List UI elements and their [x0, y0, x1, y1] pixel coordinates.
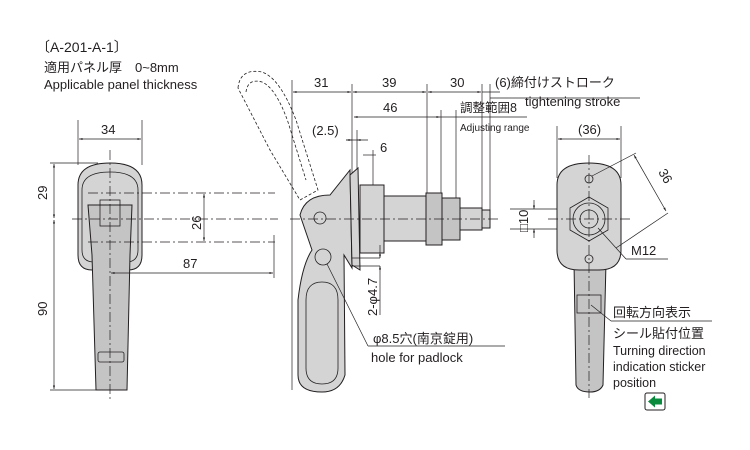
dim-6: 6: [380, 140, 387, 155]
dim-reach-87: 87: [183, 256, 197, 271]
dim-width-34: 34: [101, 122, 115, 137]
dim-height-90: 90: [35, 302, 50, 316]
adjusting-range-jp: 調整範囲8: [460, 100, 517, 115]
turning-direction-arrow-icon: [644, 392, 666, 411]
dim-46: 46: [383, 100, 397, 115]
model-number: 〔A-201-A-1〕: [36, 39, 128, 55]
rear-view: (36) 36 M12 回転方向表示 シール貼付位置 Turning direc…: [548, 122, 712, 411]
dim-offset-26: 26: [189, 216, 204, 230]
tightening-stroke-jp: (6)締付けストローク: [495, 75, 615, 90]
padlock-hole-jp: φ8.5穴(南京錠用): [373, 331, 473, 346]
sticker-label-en-3: position: [613, 376, 656, 390]
panel-thickness-jp: 適用パネル厚 0~8mm: [44, 60, 179, 75]
sticker-label-en-1: Turning direction: [613, 344, 706, 358]
dim-diagonal-36: 36: [655, 166, 675, 186]
dim-39: 39: [382, 75, 396, 90]
tightening-stroke-en: tightening stroke: [525, 94, 620, 109]
dim-30: 30: [450, 75, 464, 90]
front-view: 34 29 90 26 87: [35, 120, 278, 400]
sticker-label-jp-1: 回転方向表示: [613, 305, 691, 320]
dim-height-29: 29: [35, 186, 50, 200]
dim-31: 31: [314, 75, 328, 90]
dim-2-5: (2.5): [312, 123, 339, 138]
adjusting-range-en: Adjusting range: [460, 123, 530, 134]
sticker-label-jp-2: シール貼付位置: [613, 326, 704, 341]
side-view: 31 39 30 (6)締付けストローク tightening stroke 4…: [237, 70, 640, 393]
dim-2-phi-4-7: 2-φ4.7: [365, 278, 380, 316]
panel-thickness-en: Applicable panel thickness: [44, 77, 198, 92]
thread-m12: M12: [631, 243, 656, 258]
dim-square-10: □10: [516, 210, 531, 232]
sticker-label-en-2: indication sticker: [613, 360, 705, 374]
padlock-hole-en: hole for padlock: [371, 350, 463, 365]
dim-width-36: (36): [578, 122, 601, 137]
